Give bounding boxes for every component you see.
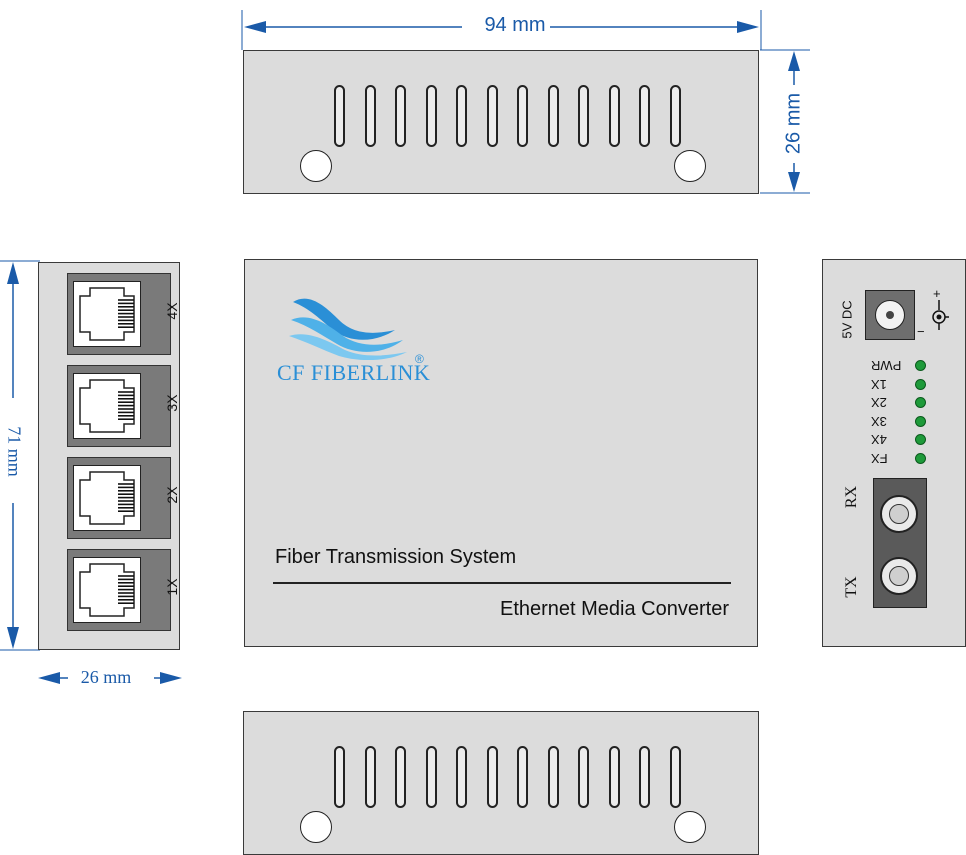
led-indicator: 1X — [871, 376, 931, 392]
rj45-jack-icon — [73, 373, 141, 439]
vent-slot — [334, 85, 345, 147]
vent-slot — [364, 85, 376, 147]
rj45-port-label: 3X — [164, 394, 180, 412]
tx-label: TX — [843, 576, 860, 598]
led-indicator: PWR — [871, 358, 931, 373]
panel-divider — [273, 582, 731, 584]
vent-slot — [608, 746, 620, 808]
top-vent-panel — [243, 50, 759, 194]
led-dot-icon — [915, 378, 926, 390]
vent-slot — [608, 85, 620, 147]
vent-slot — [639, 85, 650, 147]
front-panel: CF FIBERLINK ® Fiber Transmission System… — [244, 259, 758, 647]
led-label: PWR — [871, 358, 902, 373]
rx-label: RX — [843, 485, 860, 509]
rj45-port[interactable] — [67, 457, 171, 539]
rj45-port[interactable] — [67, 273, 171, 355]
fiber-sc-block — [873, 478, 927, 608]
vent-slot — [547, 85, 559, 147]
vent-slot — [364, 746, 376, 808]
vent-slot — [669, 85, 681, 147]
led-indicator: FX — [871, 450, 931, 466]
led-indicator: 2X — [871, 395, 931, 410]
led-dot-icon — [915, 397, 926, 408]
panel-title: Fiber Transmission System — [275, 546, 517, 568]
rx-fiber-port[interactable] — [880, 495, 918, 533]
rj45-side-panel: 4X 3X 2X 1X — [38, 262, 180, 650]
side-width-dimension-line — [38, 672, 182, 684]
power-label: 5V DC — [839, 300, 855, 339]
led-label: 1X — [871, 376, 887, 392]
depth-dimension-line — [0, 260, 40, 651]
vent-slot — [395, 85, 406, 147]
vent-slot — [517, 746, 528, 808]
led-label: 2X — [871, 395, 887, 410]
dc-power-jack[interactable] — [865, 290, 915, 340]
depth-dimension-label: 71 mm — [4, 426, 25, 477]
rj45-port[interactable] — [67, 365, 171, 447]
led-label: 4X — [871, 432, 887, 447]
vent-slot — [517, 85, 528, 147]
led-indicator: 4X — [871, 432, 931, 447]
width-dimension-line — [241, 10, 762, 50]
led-dot-icon — [915, 360, 926, 371]
vent-slot — [456, 746, 467, 808]
mounting-hole-left — [300, 811, 332, 843]
vent-slot — [486, 85, 498, 147]
led-indicator: 3X — [871, 413, 931, 429]
vent-slot — [669, 746, 681, 808]
vent-slot — [578, 746, 589, 808]
rj45-port-label: 1X — [164, 578, 180, 596]
registered-mark: ® — [415, 352, 424, 366]
height-dimension-line — [760, 49, 810, 194]
led-dot-icon — [915, 434, 926, 445]
vent-slot — [425, 85, 437, 147]
minus-label: − — [917, 324, 925, 339]
rj45-port-label: 2X — [164, 486, 180, 504]
dc-jack-socket-icon — [875, 300, 905, 330]
rj45-port-label: 4X — [164, 302, 180, 320]
side-width-dimension-label: 26 mm — [80, 667, 132, 687]
led-label: 3X — [871, 413, 887, 429]
rj45-jack-icon — [73, 465, 141, 531]
fiberlink-logo-icon — [289, 298, 407, 360]
mounting-hole-left — [300, 150, 332, 182]
vent-slot — [395, 746, 406, 808]
fiber-side-panel: 5V DC + − PWR 1X 2X 3X 4X FX RX TX — [822, 259, 966, 647]
mounting-hole-right — [674, 811, 706, 843]
vent-slot — [486, 746, 498, 808]
led-dot-icon — [915, 415, 926, 427]
vent-slot — [456, 85, 467, 147]
plus-label: + — [933, 286, 941, 301]
rj45-port[interactable] — [67, 549, 171, 631]
vent-slot — [334, 746, 345, 808]
bottom-vent-panel — [243, 711, 759, 855]
led-dot-icon — [915, 452, 926, 464]
vent-slot — [425, 746, 437, 808]
tx-fiber-port[interactable] — [880, 557, 918, 595]
height-dimension-label: 26 mm — [782, 92, 805, 155]
panel-subtitle: Ethernet Media Converter — [499, 598, 729, 620]
led-label: FX — [871, 450, 888, 466]
vent-slot — [547, 746, 559, 808]
width-dimension-label: 94 mm — [484, 14, 546, 36]
mounting-hole-right — [674, 150, 706, 182]
polarity-icon — [932, 300, 949, 330]
brand-name: CF FIBERLINK — [277, 360, 431, 385]
vent-slot — [578, 85, 589, 147]
vent-slot — [639, 746, 650, 808]
rj45-jack-icon — [73, 281, 141, 347]
rj45-jack-icon — [73, 557, 141, 623]
